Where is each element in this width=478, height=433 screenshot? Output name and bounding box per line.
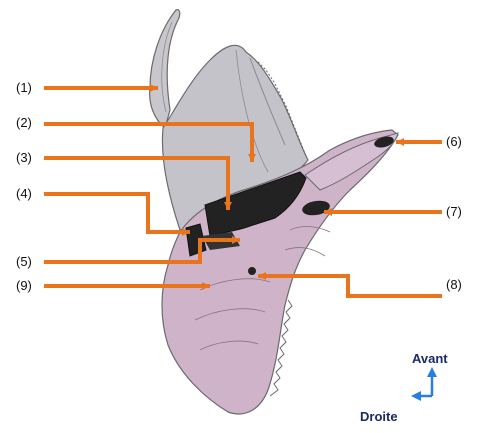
- arrow-4: [46, 194, 188, 232]
- label-8: (8): [446, 278, 462, 292]
- compass-forward-label: Avant: [412, 352, 448, 366]
- label-5: (5): [16, 255, 32, 269]
- label-2: (2): [16, 116, 32, 130]
- label-1: (1): [16, 81, 32, 95]
- compass-arrows: [414, 370, 432, 396]
- label-9: (9): [16, 279, 32, 293]
- label-4: (4): [16, 187, 32, 201]
- compass-side-label: Droite: [360, 410, 398, 424]
- label-6: (6): [446, 135, 462, 149]
- label-3: (3): [16, 151, 32, 165]
- label-7: (7): [446, 205, 462, 219]
